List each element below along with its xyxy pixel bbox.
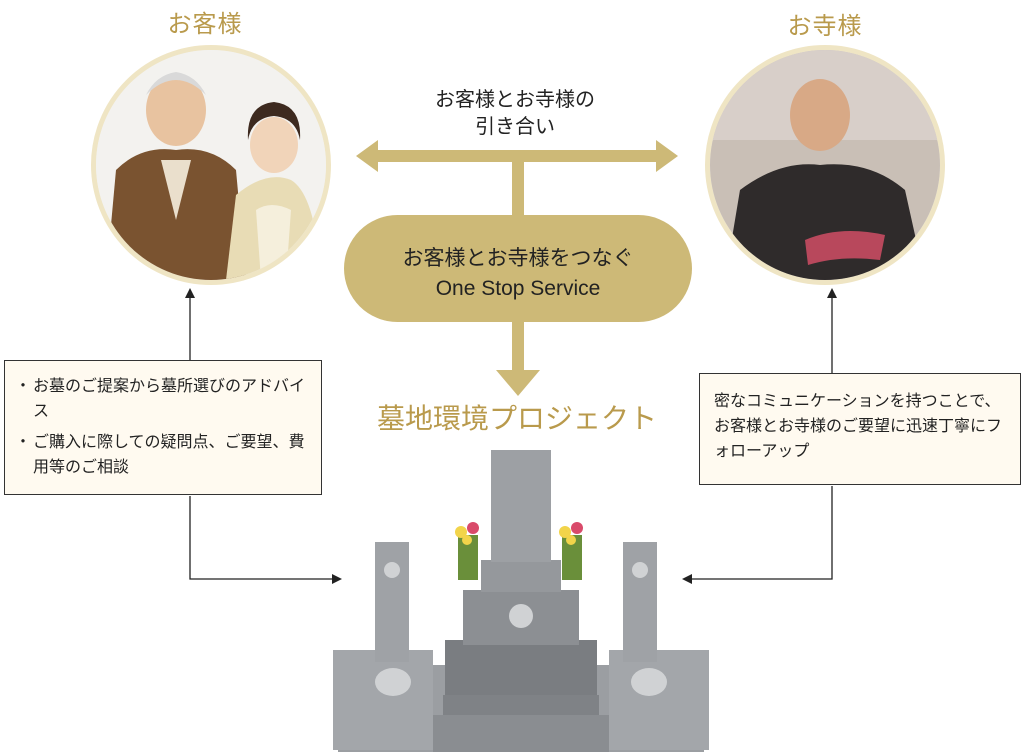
gravestone-illustration [333,450,709,752]
one-stop-service-pill: お客様とお寺様をつなぐ One Stop Service [344,215,692,322]
temple-support-note: 密なコミュニケーションを持つことで、お客様とお寺様のご要望に迅速丁寧にフォローア… [699,373,1021,485]
customer-photo [91,45,331,285]
flower-right [559,522,583,580]
note-item: ご購入に際しての疑問点、ご要望、費用等のご相談 [15,429,307,479]
monk-photo [705,45,945,285]
customer-support-note: お墓のご提案から墓所選びのアドバイス ご購入に際しての疑問点、ご要望、費用等のご… [4,360,322,495]
project-title: 墓地環境プロジェクト [376,402,657,435]
intro-line-1: お客様とお寺様の [435,87,595,111]
customer-title: お客様 [167,10,243,38]
flower-left [455,522,479,580]
note-item: お墓のご提案から墓所選びのアドバイス [15,373,307,423]
service-line-2: One Stop Service [435,277,601,300]
intro-line-2: 引き合い [475,114,555,138]
introduction-text: お客様とお寺様の 引き合い [395,86,635,140]
service-line-1: お客様とお寺様をつなぐ [402,246,634,270]
temple-title: お寺様 [787,12,863,40]
